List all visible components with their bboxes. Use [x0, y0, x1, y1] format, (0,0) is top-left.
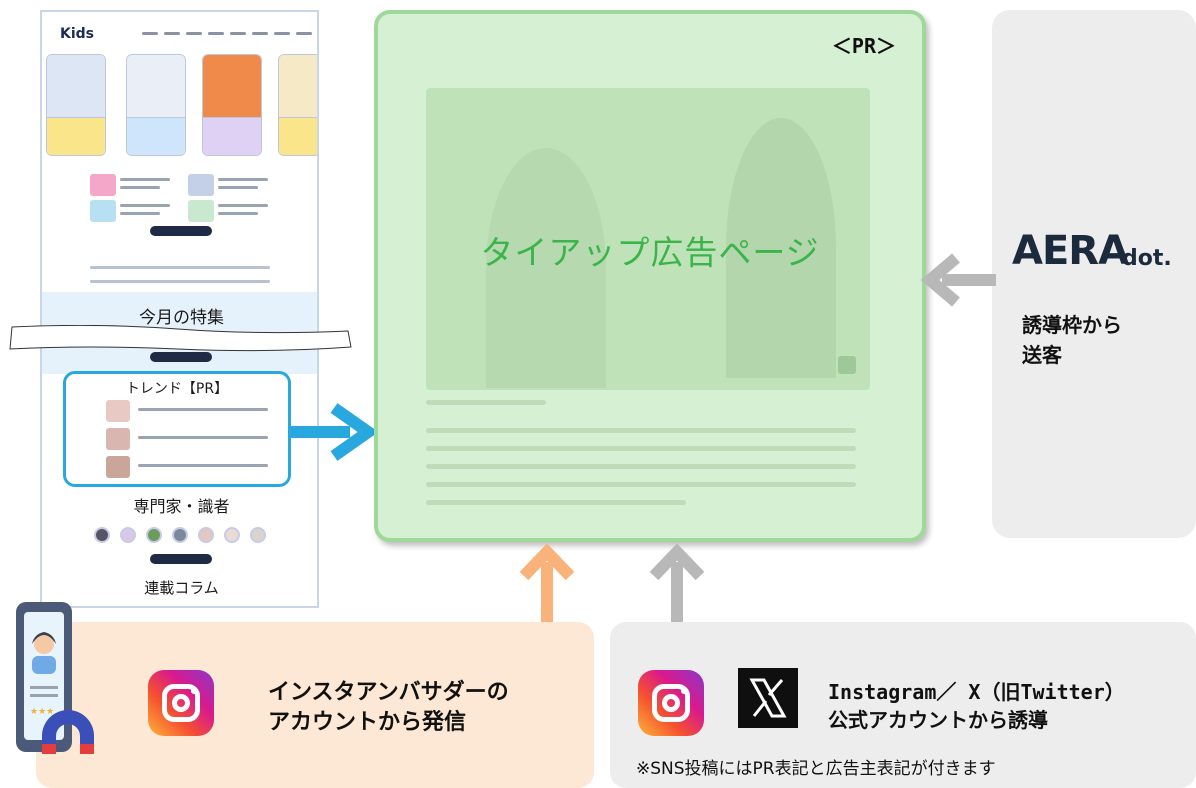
article-row — [188, 174, 278, 198]
trend-pr-title: トレンド【PR】 — [125, 381, 229, 397]
site-nav — [142, 32, 312, 38]
column-section-title: 連載コラム — [144, 579, 219, 597]
body-text-line — [426, 428, 856, 433]
torn-paper-divider — [9, 325, 352, 352]
svg-text:★★★: ★★★ — [30, 707, 54, 717]
site-logo: Kids — [60, 26, 95, 42]
expert-avatar — [250, 527, 266, 543]
aera-logo-dot: dot. — [1122, 246, 1172, 271]
official-sns-box: Instagram／ X（旧Twitter） 公式アカウントから誘導 ※SNS投… — [610, 622, 1196, 788]
article-row — [188, 200, 278, 224]
expert-section-title: 専門家・識者 — [133, 497, 230, 516]
arrow-right-icon — [290, 403, 376, 461]
feature-card — [126, 54, 186, 156]
ambassador-box: インスタアンバサダーの アカウントから発信 — [36, 622, 594, 788]
feature-more-button — [150, 352, 212, 362]
arrow-left-icon — [920, 253, 996, 307]
magnet-icon — [42, 710, 94, 754]
feature-card — [46, 54, 106, 156]
feature-card — [202, 54, 262, 156]
expert-avatar — [94, 527, 110, 543]
sns-disclosure-note: ※SNS投稿にはPR表記と広告主表記が付きます — [636, 759, 996, 779]
trend-article-row — [106, 400, 276, 422]
tieup-ad-page: ＜PR＞ タイアップ広告ページ — [374, 10, 926, 542]
arrow-up-icon — [649, 543, 705, 622]
feature-card — [278, 54, 317, 156]
ambassador-text: インスタアンバサダーの アカウントから発信 — [268, 680, 509, 735]
expert-more-button — [150, 554, 212, 564]
expert-avatar — [172, 527, 188, 543]
x-icon — [738, 668, 798, 728]
article-row — [90, 174, 180, 198]
body-text-line — [426, 446, 856, 451]
pr-label: ＜PR＞ — [831, 34, 896, 58]
feature-section-title: 今月の特集 — [139, 308, 224, 328]
official-sns-text: Instagram／ X（旧Twitter） 公式アカウントから誘導 — [828, 680, 1125, 732]
tieup-label: タイアップ広告ページ — [480, 233, 820, 272]
expert-avatar — [120, 527, 136, 543]
instagram-icon — [638, 670, 704, 736]
body-text-line — [426, 482, 856, 487]
keyword-tags — [90, 278, 270, 288]
article-row — [90, 200, 180, 224]
referral-caption: 誘導枠から 送客 — [1022, 313, 1122, 367]
body-text-line — [426, 500, 686, 505]
aera-logo: AERA — [1012, 228, 1129, 274]
more-button — [150, 226, 212, 236]
article-photo — [426, 88, 870, 390]
trend-article-row — [106, 456, 276, 478]
website-screenshot: Kids 今月の特集 専門家・識者 連載コラム — [40, 10, 319, 608]
trend-article-row — [106, 428, 276, 450]
expert-avatar — [198, 527, 214, 543]
body-text-line — [426, 464, 856, 469]
expert-avatar — [146, 527, 162, 543]
camera-icon — [838, 356, 856, 374]
keyword-row — [90, 264, 270, 274]
phone-user-icon: ★★★ — [16, 602, 72, 752]
photo-caption-line — [426, 400, 546, 405]
expert-avatar — [224, 527, 240, 543]
instagram-icon — [148, 670, 214, 736]
trend-pr-box: トレンド【PR】 — [63, 371, 291, 487]
arrow-up-icon — [519, 543, 575, 622]
aera-dot-panel: AERA dot. 誘導枠から 送客 — [992, 10, 1196, 538]
